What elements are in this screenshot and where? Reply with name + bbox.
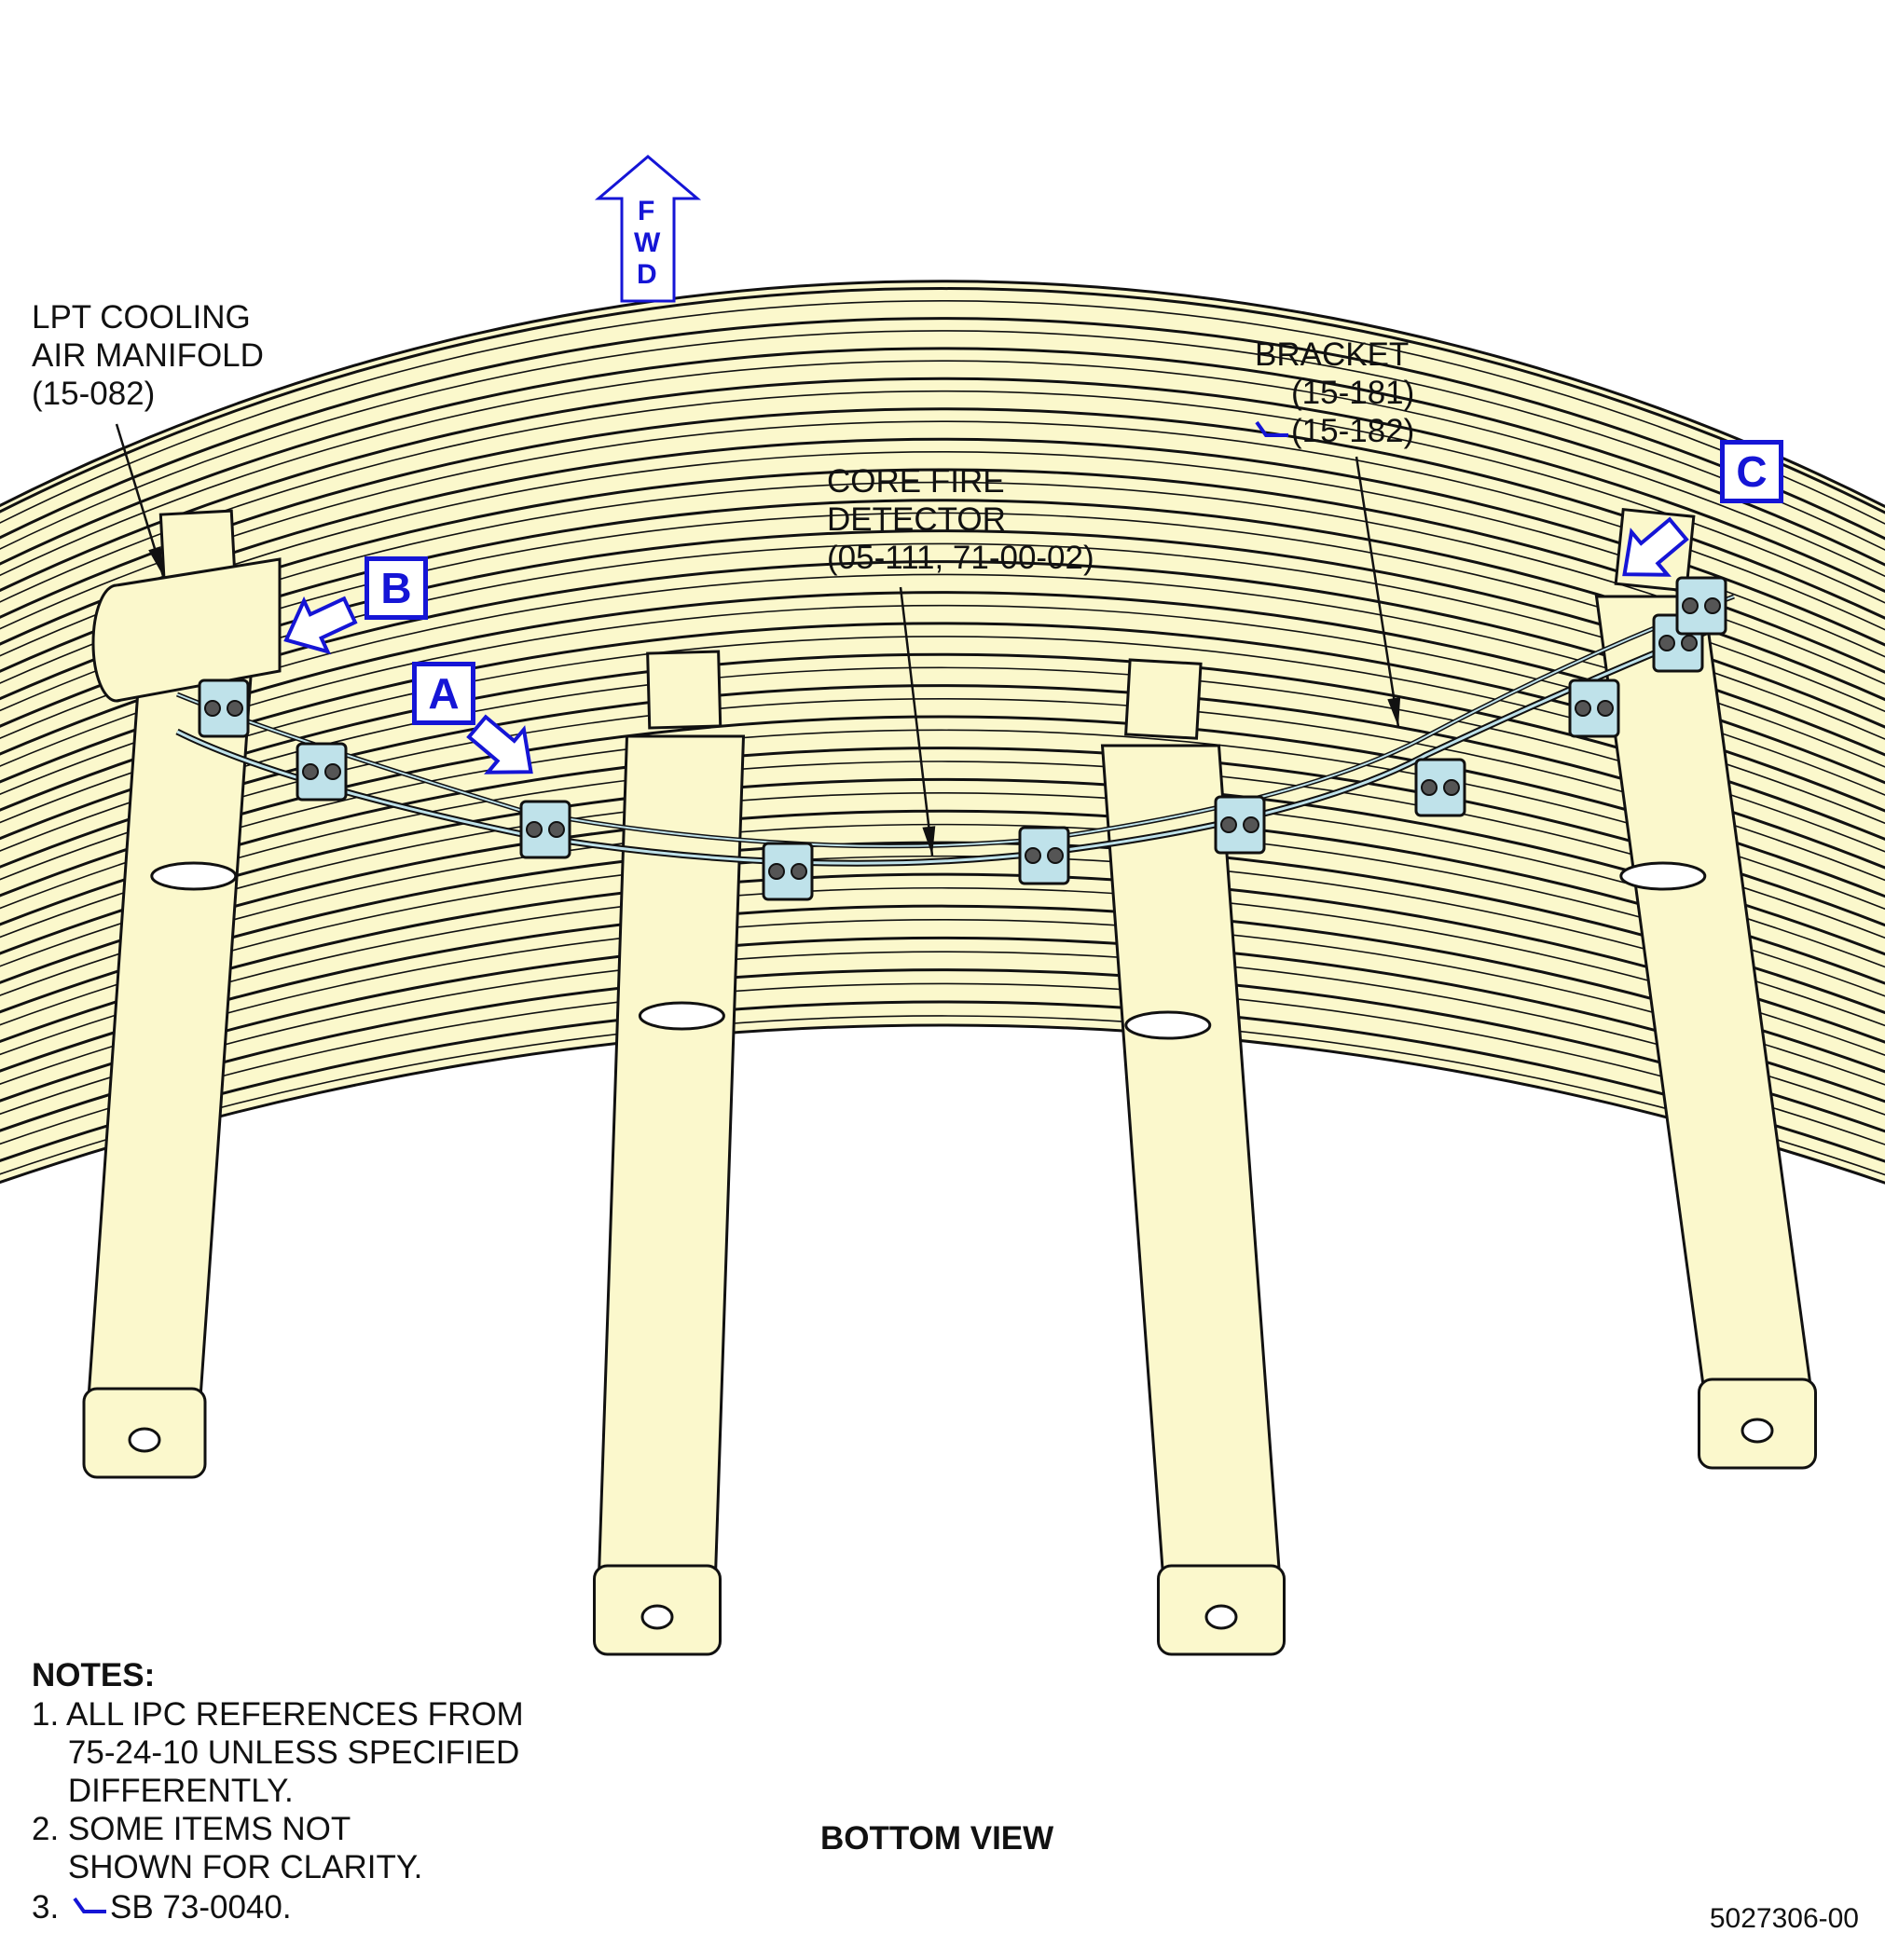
clamp-bolt (768, 863, 785, 880)
ring-line (0, 287, 1885, 514)
note-1-line1: 1. ALL IPC REFERENCES FROM (32, 1696, 524, 1733)
strut-mount-hole (1204, 1604, 1238, 1630)
ring-line-inner (0, 330, 1885, 551)
strut-mount-hole (1741, 1418, 1774, 1444)
leader-arrowhead (1387, 697, 1401, 727)
effectivity-check-icon (1255, 420, 1288, 437)
ring-line (0, 377, 1885, 594)
strut-mount-hole (128, 1427, 161, 1453)
clamp-bolt (1443, 779, 1460, 796)
callout-b: B (365, 556, 428, 620)
bracket-label-line1: BRACKET (1255, 336, 1410, 373)
view-arrow (283, 596, 358, 655)
strut-vent-slot (150, 861, 238, 891)
fwd-letter-w: W (634, 227, 661, 258)
leader-arrowhead (148, 546, 163, 576)
core-fire-detector-label-line2: DETECTOR (827, 501, 1006, 538)
strut-mount-hole (640, 1604, 674, 1630)
core-fire-detector-label-line3: (05-111, 71-00-02) (827, 540, 1094, 576)
detector-clamps (198, 576, 1727, 901)
lpt-case-body (0, 280, 1885, 1185)
clamp-bolt (227, 700, 243, 717)
view-arrows (283, 516, 1689, 774)
note-3-text: SB 73-0040. (110, 1889, 292, 1926)
clamp-bolt (1575, 700, 1591, 717)
effectivity-check-icon-note (73, 1897, 106, 1913)
ring-line (0, 347, 1885, 567)
clamp (762, 842, 814, 901)
fwd-arrow-outline (594, 155, 702, 303)
view-arrow (466, 714, 533, 774)
clamp-bolt (1597, 700, 1614, 717)
clamp-bolt (324, 763, 341, 780)
clamp-bolt (1047, 847, 1064, 864)
clamp-bolt (1243, 816, 1259, 833)
lpt-manifold-label-line2: AIR MANIFOLD (32, 337, 264, 374)
bracket-label-line2: (15-181) (1291, 375, 1415, 411)
bracket-label-line3: (15-182) (1291, 413, 1415, 449)
fwd-arrow (594, 155, 702, 303)
notes-title: NOTES: (32, 1657, 156, 1693)
clamp-bolt (1421, 779, 1438, 796)
fwd-letter-d: D (637, 259, 657, 290)
ring-line-inner (0, 360, 1885, 578)
note-1-line2: 75-24-10 UNLESS SPECIFIED (32, 1734, 520, 1771)
view-arrow (1622, 516, 1689, 577)
clamp-bolt (791, 863, 807, 880)
strut-top-flange (1124, 658, 1203, 740)
leader-line (1355, 456, 1400, 728)
clamp (1675, 576, 1727, 636)
callout-a: A (412, 662, 475, 725)
struts (82, 508, 1817, 1656)
view-title: BOTTOM VIEW (820, 1820, 1054, 1857)
strut-vent-slot (638, 1001, 725, 1031)
clamp (1568, 678, 1620, 738)
clamp (1214, 795, 1266, 855)
clamp-bolt (548, 821, 565, 838)
leader-lines (115, 423, 1401, 857)
clamp-bolt (526, 821, 543, 838)
clamp (198, 678, 250, 738)
note-1-line3: DIFFERENTLY. (32, 1773, 294, 1809)
note-3-number: 3. (32, 1889, 60, 1926)
clamp-bolt (1658, 635, 1675, 651)
clamp-bolt (1025, 847, 1041, 864)
ring-line (0, 317, 1885, 541)
document-number: 5027306-00 (1709, 1903, 1859, 1934)
lpt-manifold-label-line3: (15-082) (32, 376, 156, 412)
clamp-bolt (204, 700, 221, 717)
clamp (519, 800, 571, 859)
core-fire-detector-label-line1: CORE FIRE (827, 463, 1005, 500)
case-silhouette (0, 280, 1885, 1185)
clamp (1414, 758, 1466, 817)
clamp-bolt (1682, 597, 1699, 614)
strut-vent-slot (1124, 1010, 1212, 1040)
fwd-letter-f: F (638, 196, 655, 226)
clamp (1018, 826, 1070, 885)
leader-line (899, 586, 934, 857)
clamp-bolt (1704, 597, 1721, 614)
clamp (296, 742, 348, 802)
strut-top-flange (646, 650, 722, 730)
note-2-line2: SHOWN FOR CLARITY. (32, 1849, 423, 1885)
clamp-bolt (1220, 816, 1237, 833)
ring-line-inner (0, 299, 1885, 525)
leader-arrowhead (922, 826, 936, 856)
strut-vent-slot (1619, 861, 1707, 891)
note-2-line1: 2. SOME ITEMS NOT (32, 1811, 351, 1847)
clamp-bolt (1681, 635, 1698, 651)
clamp-bolt (302, 763, 319, 780)
ring-line-inner (0, 390, 1885, 604)
lpt-manifold-label-line1: LPT COOLING (32, 299, 251, 336)
callout-c: C (1720, 440, 1783, 503)
